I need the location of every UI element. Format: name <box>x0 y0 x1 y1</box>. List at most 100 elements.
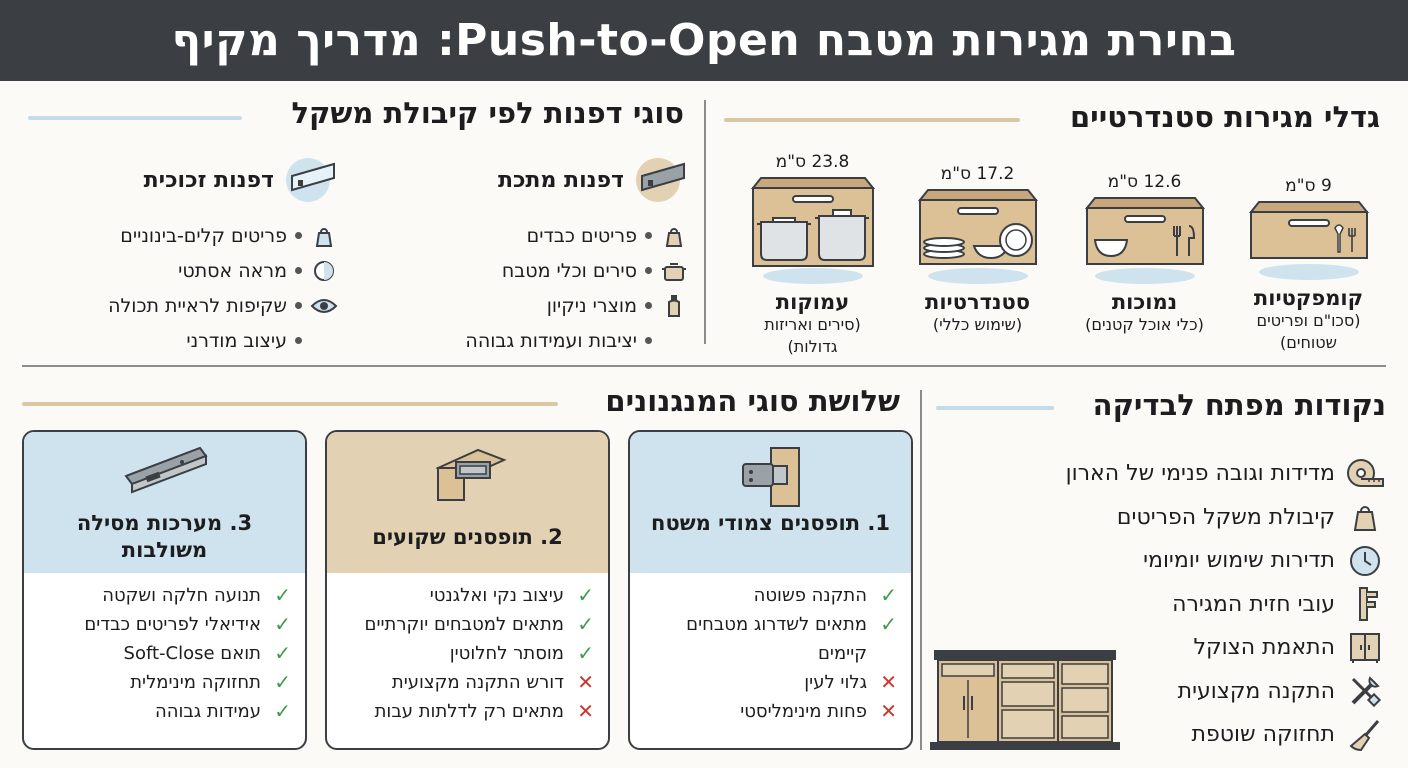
tools-icon <box>1345 671 1385 711</box>
checklist: מדידות וגובה פנימי של הארון קיבולת משקל … <box>945 452 1385 757</box>
checklist-item-text: תדירות שימוש יומיומי <box>1143 548 1335 574</box>
glass-item-text: פריטים קלים-בינוניים <box>120 224 287 247</box>
deep-drawer-icon <box>750 177 875 284</box>
section-divider-horizontal <box>22 365 1386 367</box>
glass-item-text: מראה אסתטי <box>178 259 287 282</box>
weight-icon <box>660 222 688 250</box>
metal-slides-title: דפנות מתכת <box>497 167 624 193</box>
sizes-title-rule <box>724 118 1020 122</box>
size-name: קומפקטיות <box>1253 286 1364 310</box>
cleaning-bottle-icon <box>660 292 688 320</box>
mechanisms-section-title: שלושת סוגי המנגנונים <box>605 384 900 418</box>
mechanism-card-recessed: 2. תופסנים שקועים ✓עיצוב נקי ואלגנטי ✓מת… <box>325 430 610 750</box>
metal-item-text: מוצרי ניקיון <box>546 294 637 317</box>
checklist-item-text: התאמת הצוקל <box>1193 635 1335 661</box>
kitchen-cabinet-illustration <box>930 650 1120 750</box>
slides-title-rule <box>28 116 242 120</box>
checklist-item-text: קיבולת משקל הפריטים <box>1116 504 1335 530</box>
glass-item: פריטים קלים-בינוניים <box>48 218 338 253</box>
checklist-item: עובי חזית המגירה <box>945 583 1385 627</box>
checklist-title-rule <box>936 406 1054 410</box>
metal-item-text: פריטים כבדים <box>526 224 637 247</box>
checklist-item: תדירות שימוש יומיומי <box>945 539 1385 583</box>
size-dimension: 9 ס"מ <box>1285 176 1332 196</box>
checklist-item-text: עובי חזית המגירה <box>1172 591 1335 617</box>
glass-item: שקיפות לראיית תכולה <box>48 288 338 323</box>
mechanism-feature: ✕פחות מינימליסטי <box>740 699 897 723</box>
metal-item-text: יציבות ועמידות גבוהה <box>465 329 637 352</box>
mechanism-feature: ✓עיצוב נקי ואלגנטי <box>429 583 594 607</box>
section-divider-vertical <box>704 100 706 344</box>
checklist-item-text: התקנה מקצועית <box>1177 678 1335 704</box>
mechanism-feature: ✓אידיאלי לפריטים כבדים <box>84 612 291 636</box>
mechanism-feature: ✓מתאים למטבחים יוקרתיים <box>364 612 594 636</box>
mechanism-feature: ✓מתאים לשדרוג מטבחים קיימים <box>686 612 897 664</box>
mechanism-card-surface: 1. תופסנים צמודי משטח ✓התקנה פשוטה ✓מתאי… <box>628 430 913 750</box>
size-standard: 17.2 ס"מ סטנדרטיות (שימוש כללי) <box>905 164 1050 336</box>
mechanisms-title-rule <box>22 402 558 406</box>
checklist-section-title: נקודות מפתח לבדיקה <box>1092 388 1386 422</box>
mechanism-card-title: 2. תופסנים שקועים <box>372 525 563 549</box>
pot-icon <box>660 257 688 285</box>
checklist-item: תחזוקה שוטפת <box>945 713 1385 757</box>
light-weight-icon <box>310 222 338 250</box>
size-description: (כלי אוכל קטנים) <box>1085 315 1204 334</box>
mechanism-feature: ✕גלוי לעין <box>804 670 897 694</box>
checklist-item: מדידות וגובה פנימי של הארון <box>945 452 1385 496</box>
mechanism-feature: ✓עמידות גבוהה <box>154 699 291 723</box>
mechanism-card-title: 3. מערכות מסילה משולבות <box>76 511 253 562</box>
glass-slide-icon <box>286 158 335 202</box>
mechanism-card-title: 1. תופסנים צמודי משטח <box>651 511 890 535</box>
size-description: (סכו"ם ופריטים שטוחים) <box>1256 311 1361 352</box>
sizes-section-title: גדלי מגירות סטנדרטיים <box>1069 100 1380 134</box>
cabinet-icon <box>1345 628 1385 668</box>
glass-slides-title: דפנות זכוכית <box>143 167 274 193</box>
glass-item-text: עיצוב מודרני <box>186 329 287 352</box>
eye-icon <box>310 292 338 320</box>
standard-drawer-icon <box>917 189 1038 284</box>
size-name: עמוקות <box>775 290 850 314</box>
caliper-icon <box>1345 584 1385 624</box>
size-name: סטנדרטיות <box>924 290 1031 314</box>
metal-slide-icon <box>636 158 685 202</box>
metal-slides-column: דפנות מתכת פריטים כבדים סירים וכלי מטבח … <box>398 156 688 358</box>
size-low: 12.6 ס"מ נמוכות (כלי אוכל קטנים) <box>1072 172 1217 336</box>
metal-item: סירים וכלי מטבח <box>398 253 688 288</box>
size-dimension: 12.6 ס"מ <box>1107 172 1182 192</box>
glass-item: מראה אסתטי <box>48 253 338 288</box>
metal-slides-heading: דפנות מתכת <box>398 156 688 204</box>
checklist-item-text: תחזוקה שוטפת <box>1191 722 1335 748</box>
checklist-item: התאמת הצוקל <box>945 626 1385 670</box>
recessed-latch-icon <box>434 448 507 501</box>
compact-drawer-icon <box>1248 201 1369 280</box>
mechanism-feature: ✓מוסתר לחלוטין <box>449 641 594 665</box>
mechanism-feature: ✕מתאים רק לדלתות עבות <box>374 699 594 723</box>
mechanism-feature: ✓תואם Soft-Close <box>123 641 291 665</box>
section-divider-vertical-lower <box>920 390 922 750</box>
glass-item-text: שקיפות לראיית תכולה <box>108 294 287 317</box>
glass-slides-column: דפנות זכוכית פריטים קלים-בינוניים מראה א… <box>48 156 338 358</box>
mechanism-feature: ✕דורש התקנה מקצועית <box>391 670 594 694</box>
clock-icon <box>1345 541 1385 581</box>
glass-item: עיצוב מודרני <box>48 323 338 358</box>
mechanism-feature: ✓תחזוקה מינימלית <box>130 670 291 694</box>
page-title: בחירת מגירות מטבח Push-to-Open: מדריך מק… <box>0 0 1408 81</box>
metal-item-text: סירים וכלי מטבח <box>501 259 637 282</box>
surface-latch-icon <box>741 447 800 507</box>
size-dimension: 17.2 ס"מ <box>940 164 1015 184</box>
size-name: נמוכות <box>1111 290 1178 314</box>
size-dimension: 23.8 ס"מ <box>775 152 850 172</box>
half-circle-icon <box>310 257 338 285</box>
metal-item: יציבות ועמידות גבוהה <box>398 323 688 358</box>
metal-item: פריטים כבדים <box>398 218 688 253</box>
checklist-item: קיבולת משקל הפריטים <box>945 496 1385 540</box>
checklist-item: התקנה מקצועית <box>945 670 1385 714</box>
size-compact: 9 ס"מ קומפקטיות (סכו"ם ופריטים שטוחים) <box>1236 176 1381 354</box>
mechanism-feature: ✓תנועה חלקה ושקטה <box>102 583 291 607</box>
mechanism-card-integrated: 3. מערכות מסילה משולבות ✓תנועה חלקה ושקט… <box>22 430 307 750</box>
integrated-rail-icon <box>123 446 208 494</box>
weight-icon <box>1345 497 1385 537</box>
size-description: (שימוש כללי) <box>932 315 1023 334</box>
glass-slides-heading: דפנות זכוכית <box>48 156 338 204</box>
broom-icon <box>1345 715 1385 755</box>
